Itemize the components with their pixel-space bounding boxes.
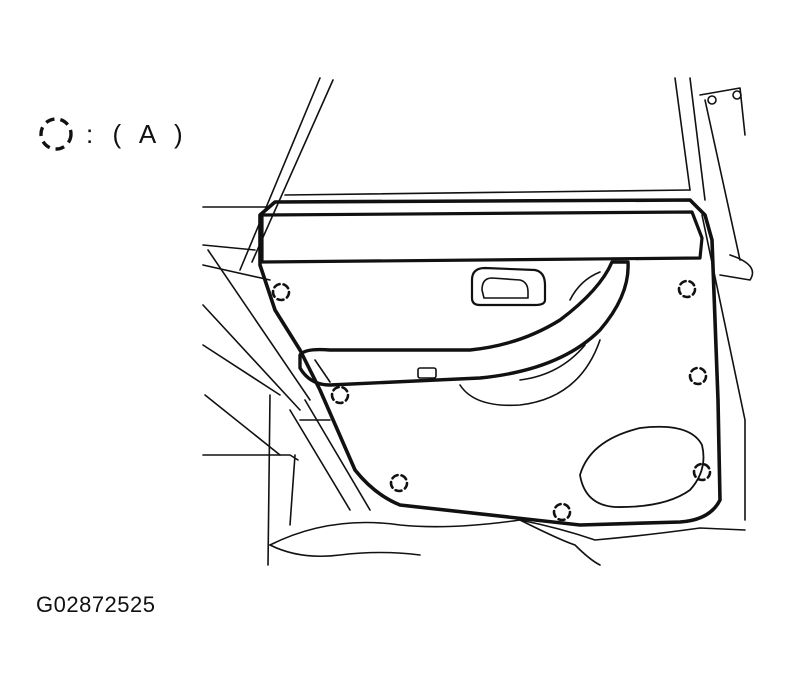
clip-a-icon <box>677 279 697 299</box>
clip-a-icon <box>271 282 291 302</box>
floor-carpet-outline <box>269 519 746 566</box>
body-panel-lines <box>202 206 371 566</box>
legend: : ( A ) <box>36 114 189 154</box>
clip-a-icon <box>688 366 708 386</box>
speaker-grille <box>579 425 705 508</box>
door-window-frame <box>239 77 754 521</box>
door-trim-panel <box>258 198 722 527</box>
clip-a-icon <box>552 502 572 522</box>
legend-label: : ( A ) <box>86 118 189 149</box>
clip-a-icon <box>389 473 409 493</box>
clip-a-icon <box>692 462 712 482</box>
armrest-pull-handle <box>298 260 630 407</box>
trim-clip-locations <box>271 279 712 522</box>
dashed-circle-clip-icon <box>39 117 73 151</box>
inner-door-handle <box>470 266 547 307</box>
figure-id: G02872525 <box>36 592 156 617</box>
clip-a-icon <box>330 385 350 405</box>
